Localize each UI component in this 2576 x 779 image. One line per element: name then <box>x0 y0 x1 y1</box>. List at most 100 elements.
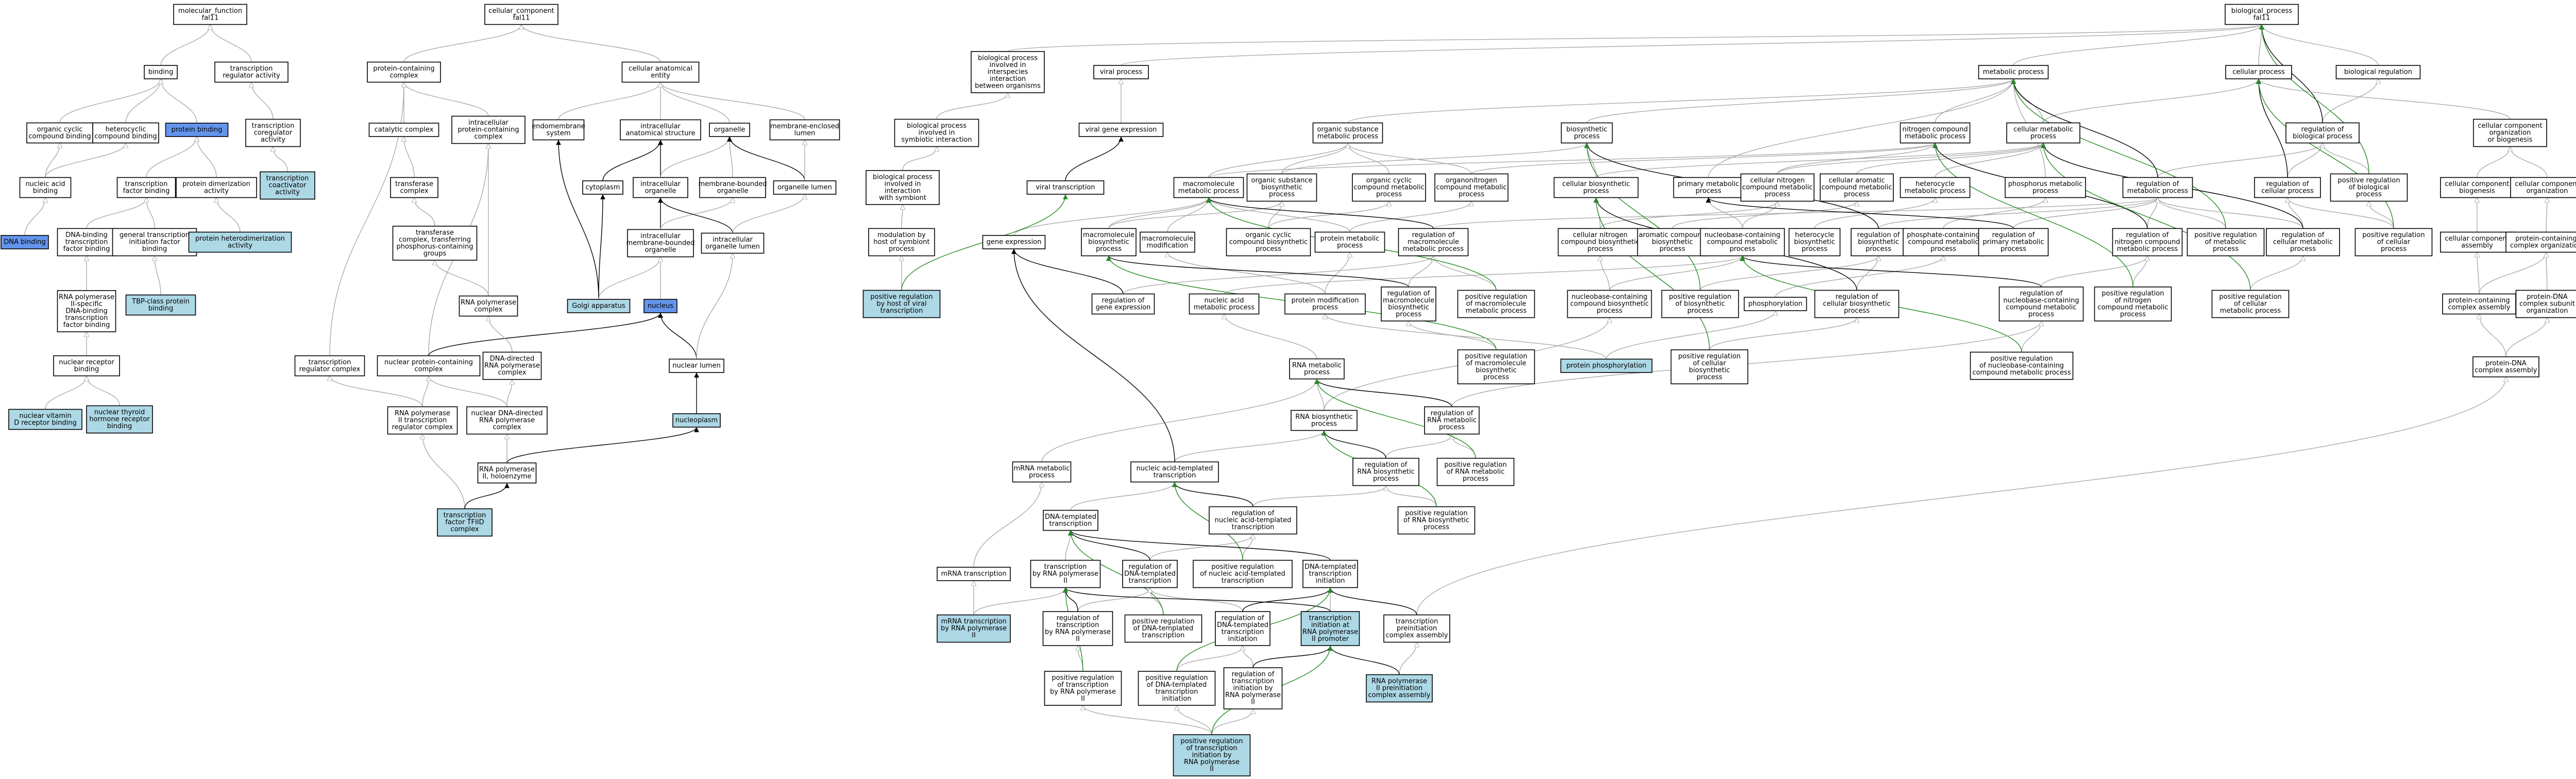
edge-golgi-cyto <box>598 194 605 300</box>
node-label-line: II <box>1063 577 1067 585</box>
node-label-line: process <box>1730 245 1755 253</box>
edge-regpmp-pmp <box>1706 197 2014 229</box>
edge-line <box>2259 24 2323 123</box>
node-label-line: initiation <box>1315 577 1345 585</box>
edge-line <box>1242 587 1333 612</box>
node-label: mRNA transcription <box>941 570 1006 578</box>
edge-line <box>2041 143 2251 291</box>
edge-line <box>1011 248 1124 294</box>
node-label-line: between organisms <box>975 82 1041 90</box>
node-label-line: factor binding <box>123 188 170 195</box>
edge-line <box>2479 252 2546 294</box>
node-label-line: process <box>1337 242 1363 250</box>
node-label-line: D receptor binding <box>14 419 77 427</box>
edge-cncmp-cmp <box>1777 143 2043 174</box>
node-orgl: organelle lumen <box>773 180 837 195</box>
node-label-line: complex assembly <box>2448 304 2511 312</box>
edge-line <box>1709 317 1857 350</box>
edge-nbcbp-cncbp <box>1600 256 1610 291</box>
edge-line <box>414 198 435 227</box>
edge-line <box>1209 197 1350 232</box>
edge-line <box>160 24 210 66</box>
node-label-line: cellular_component <box>488 7 554 15</box>
node-label-line: lumen <box>794 130 816 138</box>
edge-line <box>1471 142 1935 175</box>
node-label-line: macromolecule <box>1408 239 1459 246</box>
node-label-line: RNA biosynthetic <box>1295 413 1353 421</box>
node-box <box>2254 177 2321 198</box>
node-label-line: system <box>547 130 571 138</box>
node-box <box>1122 560 1178 588</box>
edge-line <box>1385 434 1452 459</box>
node-box <box>1434 173 1509 202</box>
node-label-line: viral gene expression <box>1085 126 1157 134</box>
node-label-line: viral process <box>1100 69 1143 76</box>
node-label-line: RNA polymerase <box>479 417 535 425</box>
node-label-line: transcription <box>1222 577 1264 585</box>
edge-line <box>2323 143 2369 174</box>
edge-regdtt-regnatt <box>1149 534 1253 561</box>
node-label-line: process <box>1696 188 1721 195</box>
node-box <box>1978 65 2049 79</box>
node-label-line: regulation of <box>2126 231 2169 239</box>
edge-line <box>2259 78 2511 120</box>
node-label-line: process <box>1483 374 1509 381</box>
edge-rnap2trc-trreg <box>330 376 423 407</box>
edge-posregcbsp-regcbsp <box>1709 317 1857 350</box>
edge-regbsp-regmp <box>1878 197 2158 229</box>
node-protphos: protein phosphorylation <box>1560 359 1653 373</box>
node-label-line: process <box>1396 311 1421 318</box>
edge-posregbp-regbp <box>2323 143 2369 174</box>
edge-golgi-ems <box>556 140 599 300</box>
node-box <box>627 229 694 258</box>
node-label-line: organization <box>2527 307 2568 315</box>
node-label-line: regulation of <box>2020 290 2063 298</box>
node-box <box>1091 293 1155 315</box>
node-golgi: Golgi apparatus <box>567 299 631 313</box>
edge-line <box>1070 482 1175 511</box>
edge-line <box>1740 256 2042 287</box>
node-box <box>2354 228 2433 257</box>
edge-line <box>1600 256 1610 291</box>
edge-iol-orgl <box>732 194 805 233</box>
node-box <box>294 355 365 377</box>
edge-ncmp-metp <box>1935 78 2013 123</box>
edge-line <box>1416 377 2506 615</box>
edge-phos-phcmp <box>1775 256 1943 298</box>
node-box <box>2211 290 2290 318</box>
node-label-line: nucleobase-containing <box>2003 297 2079 304</box>
node-box <box>1124 614 1202 643</box>
edge-regge-ge <box>1011 248 1124 294</box>
node-box <box>643 299 677 313</box>
node-label-line: organelle <box>714 126 745 134</box>
edge-line <box>1314 379 1452 407</box>
node-label-line: complex <box>493 424 521 431</box>
node-label-line: cellular component <box>2478 122 2542 130</box>
edge-line <box>1609 256 1742 291</box>
node-label: catalytic complex <box>375 126 434 134</box>
edge-line <box>1167 252 1326 294</box>
node-box <box>1457 349 1535 384</box>
edge-line <box>1150 588 1164 615</box>
node-box <box>1314 231 1385 253</box>
